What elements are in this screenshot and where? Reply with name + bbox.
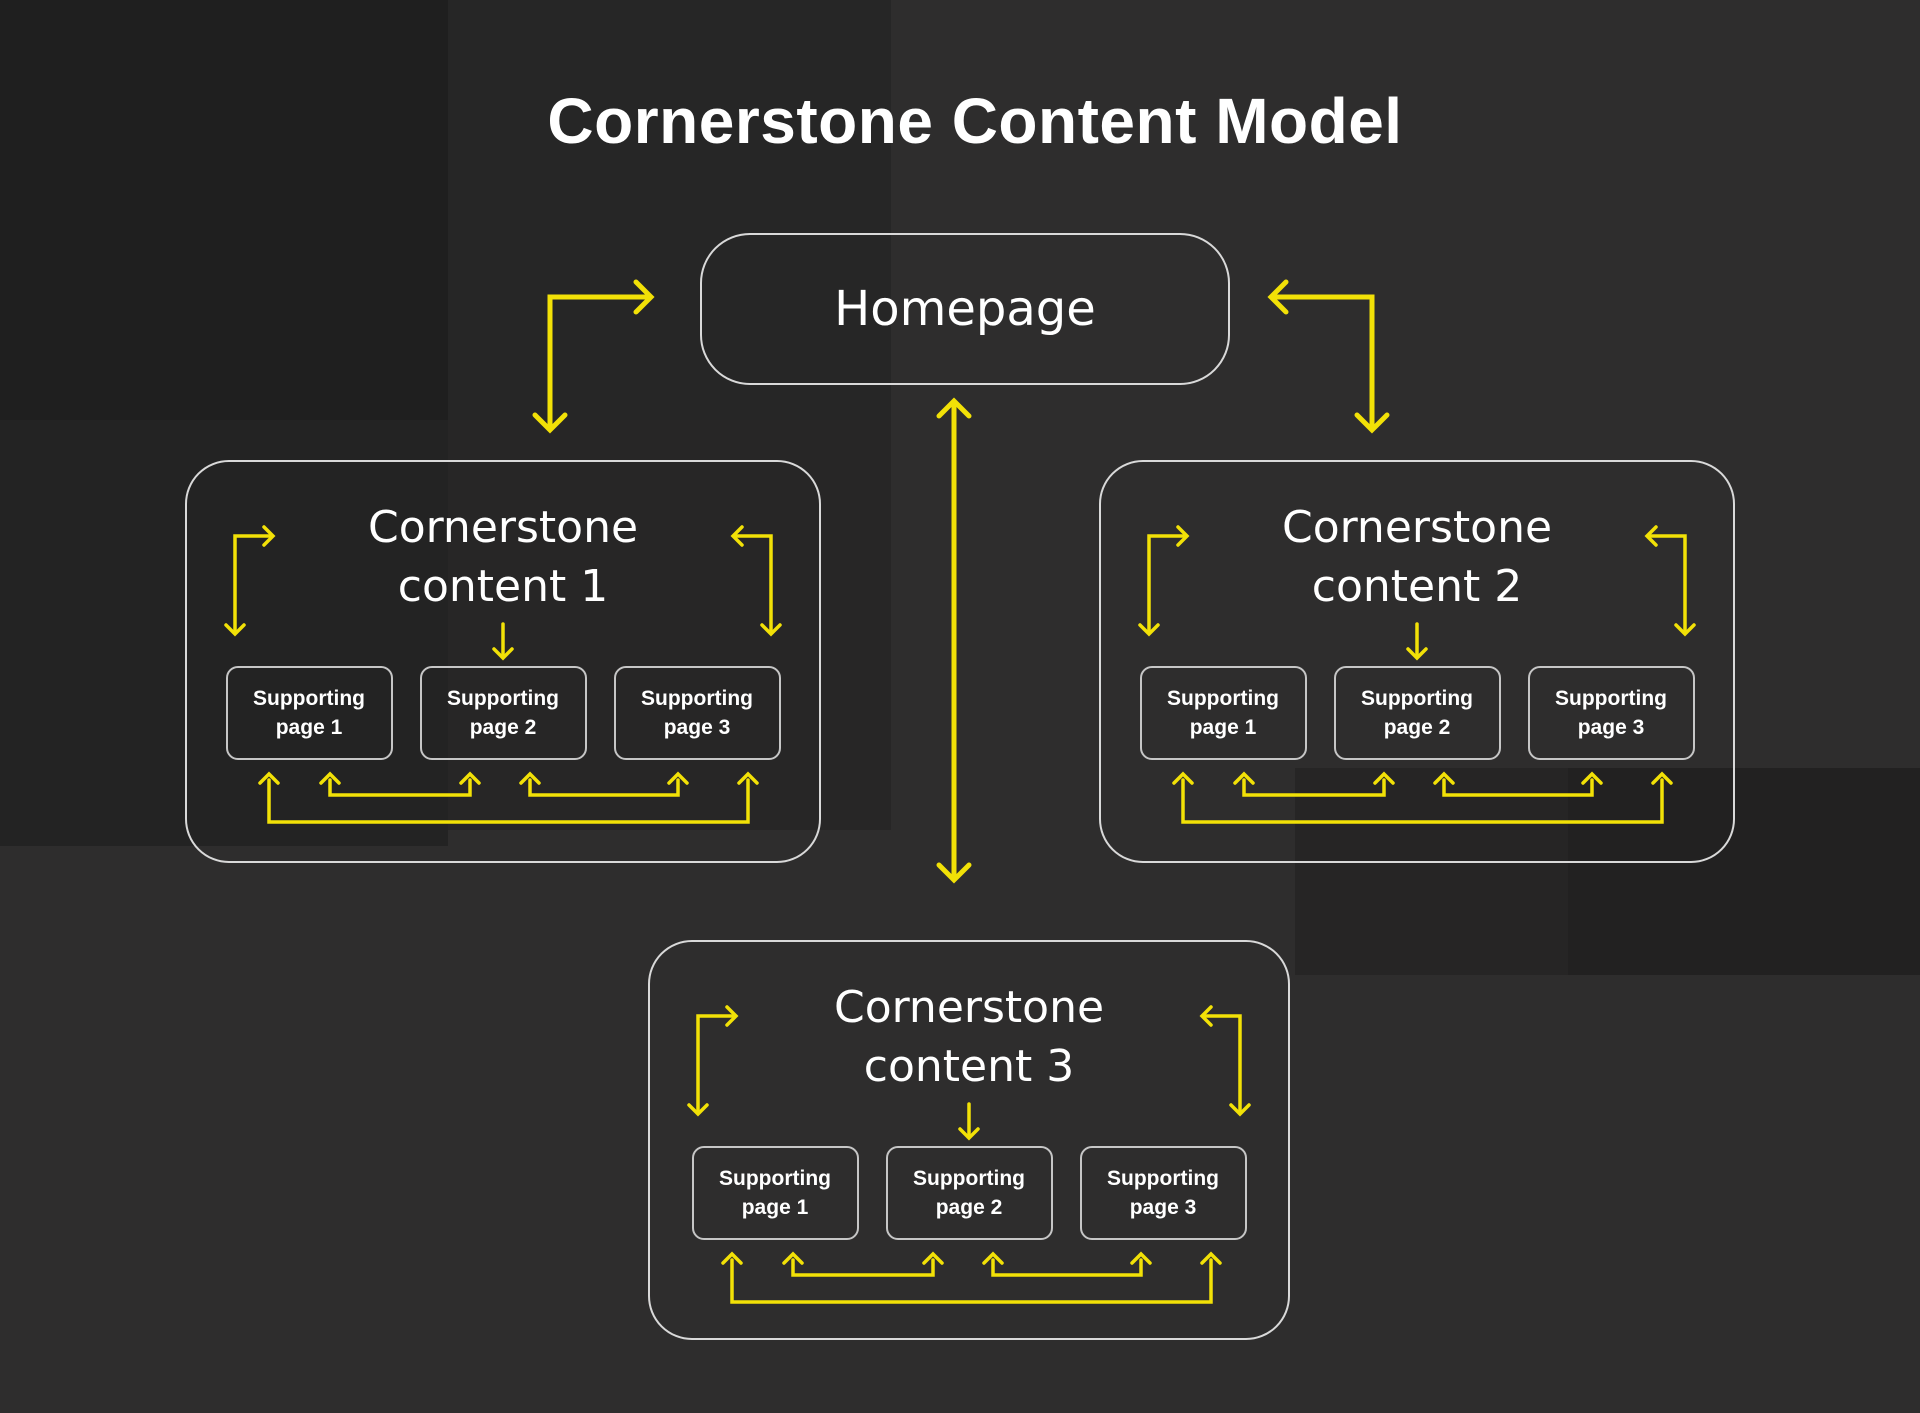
arrowhead-down (1354, 412, 1390, 434)
page-label: page 1 (741, 1196, 809, 1219)
supporting-pages-row: Supporting page 1 Supporting page 2 Supp… (187, 666, 819, 760)
page-label: Supporting (719, 1167, 831, 1190)
heading-line: Cornerstone (833, 982, 1105, 1033)
page-label: Supporting (253, 687, 365, 710)
page-label: page 3 (1577, 716, 1645, 739)
page-label: Supporting (1555, 687, 1667, 710)
page-label: page 2 (1383, 716, 1451, 739)
page-label: page 1 (275, 716, 343, 739)
supporting-page-node: Supporting page 1 (691, 1146, 859, 1240)
page-label: Supporting (1107, 1167, 1219, 1190)
cornerstone-1-heading: Cornerstone content 1 (187, 498, 819, 616)
supporting-pages-row: Supporting page 1 Supporting page 2 Supp… (650, 1146, 1288, 1240)
page-label: page 3 (1129, 1196, 1197, 1219)
cornerstone-2-heading: Cornerstone content 2 (1101, 498, 1733, 616)
homepage-label: Homepage (834, 281, 1096, 337)
supporting-page-node: Supporting page 2 (885, 1146, 1053, 1240)
supporting-page-node: Supporting page 3 (613, 666, 781, 760)
arrow-homepage-cornerstone2 (1271, 294, 1375, 429)
page-label: page 1 (1189, 716, 1257, 739)
page-label: page 2 (935, 1196, 1003, 1219)
page-label: page 2 (469, 716, 537, 739)
supporting-pages-row: Supporting page 1 Supporting page 2 Supp… (1101, 666, 1733, 760)
page-label: Supporting (641, 687, 753, 710)
page-label: Supporting (1167, 687, 1279, 710)
supporting-page-node: Supporting page 2 (1333, 666, 1501, 760)
background-patch (0, 0, 448, 420)
supporting-page-node: Supporting page 2 (419, 666, 587, 760)
supporting-page-node: Supporting page 1 (1139, 666, 1307, 760)
supporting-page-node: Supporting page 1 (225, 666, 393, 760)
page-label: page 3 (663, 716, 731, 739)
heading-line: content 3 (863, 1041, 1075, 1092)
heading-line: Cornerstone (367, 502, 639, 553)
arrowhead-up (936, 397, 972, 419)
heading-line: Cornerstone (1281, 502, 1553, 553)
page-label: Supporting (447, 687, 559, 710)
supporting-page-node: Supporting page 3 (1527, 666, 1695, 760)
page-label: Supporting (913, 1167, 1025, 1190)
cornerstone-content-3-node: Cornerstone content 3 Supporting page 1 … (648, 940, 1290, 1340)
arrowhead-down (936, 862, 972, 884)
arrowhead-left (1267, 279, 1289, 315)
homepage-node: Homepage (700, 233, 1230, 385)
page-label: Supporting (1361, 687, 1473, 710)
cornerstone-3-heading: Cornerstone content 3 (650, 978, 1288, 1096)
diagram-title: Cornerstone Content Model (547, 85, 1403, 157)
heading-line: content 2 (1311, 561, 1523, 612)
background-patch (448, 0, 891, 420)
cornerstone-content-2-node: Cornerstone content 2 Supporting page 1 … (1099, 460, 1735, 863)
cornerstone-content-1-node: Cornerstone content 1 Supporting page 1 … (185, 460, 821, 863)
heading-line: content 1 (397, 561, 609, 612)
supporting-page-node: Supporting page 3 (1079, 1146, 1247, 1240)
